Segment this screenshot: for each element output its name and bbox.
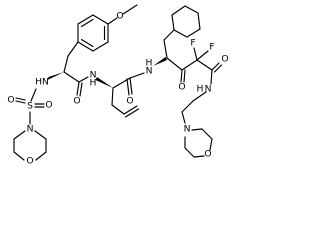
fluoro-side-label: F	[209, 42, 214, 53]
amide-o-label: O	[221, 54, 228, 65]
allylgly-co-bond-1	[129, 77, 133, 95]
cf-side-bond	[196, 50, 209, 61]
allylgly-stereo-wedge	[95, 77, 113, 88]
s-o-left-bond-1	[15, 100, 26, 104]
amide-co-bond-2	[213, 64, 223, 73]
allylgly-carbonyl-o-label: O	[126, 96, 133, 107]
amide-c-n-bond	[210, 69, 213, 85]
allylgly-c-n-bond	[129, 72, 145, 79]
morpholine-right-n-label: N	[184, 124, 191, 135]
vinyl-bond-1	[123, 105, 138, 115]
morpholine-ring-right	[184, 128, 213, 158]
amide-co-bond-1	[211, 62, 220, 71]
sulfonamide-n-label: N	[27, 124, 34, 135]
tyr-ca-c-bond	[63, 71, 80, 83]
tyr-stereo-wedge	[47, 72, 64, 80]
methoxyphenyl-ring	[77, 14, 109, 52]
linker-bond-2	[181, 100, 194, 113]
sulfonyl-o-right-label: O	[45, 100, 52, 111]
allyl-ch2-bond	[111, 87, 114, 106]
sulfonyl-nh-label: HN	[35, 77, 49, 88]
cf2-amide-c-bond	[196, 59, 213, 71]
molecule-structure-diagram: O HN S O O N O O N H O N H O F F O N H N…	[7, 4, 229, 167]
fluoro-top-label: F	[190, 38, 195, 49]
cf-top-bond	[193, 47, 198, 61]
allyl-ch-bond	[111, 104, 125, 115]
structure-svg: O HN S O O N O O N H O N H O F F O N H N…	[7, 4, 229, 167]
ketone-o-label: O	[178, 82, 185, 93]
atom-labels: O HN S O O N O O N H O N H O F F O N H N…	[7, 11, 228, 167]
bond-lines	[13, 4, 223, 161]
morpholine-right-o-label: O	[204, 149, 211, 160]
linker-bond-1	[192, 91, 207, 102]
allylgly-h-label: H	[90, 78, 97, 89]
cha-ca-cb-bond	[163, 39, 168, 59]
ketone-co-bond-1	[180, 69, 183, 83]
cyclohexyl-ring	[171, 5, 201, 38]
cha-h-label: H	[146, 58, 153, 69]
amide-n-label: N	[205, 84, 212, 95]
cha-stereo-wedge	[153, 57, 167, 66]
tyr-c-n-bond	[78, 76, 89, 83]
linker-bond-3	[181, 111, 186, 124]
amide-h-label: H	[197, 84, 204, 95]
ketone-cf2-bond	[181, 59, 198, 71]
tyr-co-bond-1	[76, 81, 80, 96]
ca-ketone-bond	[166, 57, 183, 71]
s-o-left-bond-2	[15, 97, 26, 101]
methoxy-o-bond	[107, 17, 118, 25]
methoxy-methyl-bond	[122, 4, 138, 15]
morpholine-left-o-label: O	[26, 156, 33, 167]
allylgly-co-bond-2	[126, 78, 130, 96]
ketone-co-bond-2	[183, 69, 186, 83]
benzylic-bond	[67, 41, 79, 57]
sulfur-label: S	[27, 101, 33, 112]
vinyl-bond-2	[124, 108, 140, 118]
allylgly-n-label: N	[90, 70, 97, 81]
ca-cb-bond	[63, 55, 69, 73]
cha-cb-ring-bond	[163, 29, 175, 41]
nh-s-bond	[30, 88, 37, 102]
tyr-co-bond-2	[79, 82, 83, 97]
morpholine-ring-left	[13, 130, 47, 161]
tyr-carbonyl-o-label: O	[73, 96, 80, 107]
cha-n-label: N	[146, 66, 153, 77]
sulfonyl-o-left-label: O	[7, 95, 14, 106]
methoxy-o-label: O	[116, 11, 123, 22]
